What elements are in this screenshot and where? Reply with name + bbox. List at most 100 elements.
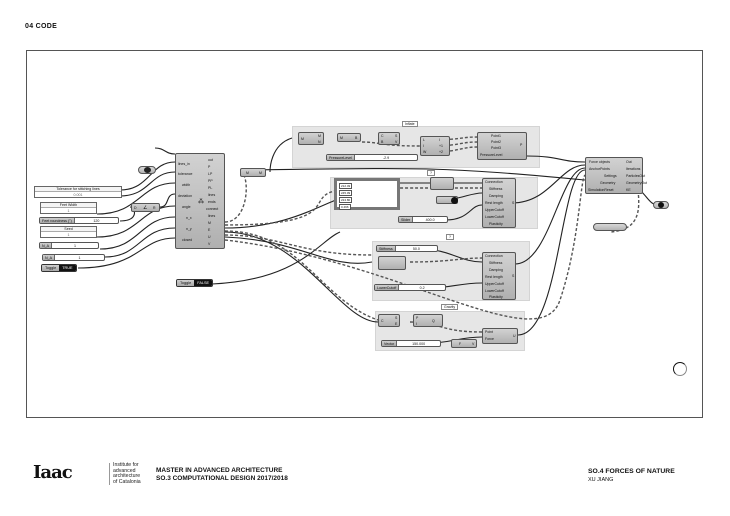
mesh-component[interactable]: M M: [240, 168, 266, 177]
input-port[interactable]: P: [416, 316, 419, 320]
output-port[interactable]: P: [520, 143, 523, 147]
output-port[interactable]: S: [512, 274, 515, 278]
kangaroo-solver-component[interactable]: Force objects AnchorPoints Settings Geom…: [585, 157, 647, 194]
length-slider[interactable]: Slider 400.0: [398, 216, 448, 223]
cull-component[interactable]: P I Q: [413, 314, 443, 327]
input-lower-cutoff[interactable]: LowerCutoff: [485, 215, 504, 219]
input-settings[interactable]: Settings: [604, 174, 617, 178]
output-lp[interactable]: LP: [208, 172, 213, 176]
output-p[interactable]: P: [208, 165, 211, 169]
input-geometry[interactable]: Geometry: [600, 181, 616, 185]
slider-value[interactable]: 150.000: [412, 342, 426, 346]
input-rest-length[interactable]: Rest length: [485, 201, 503, 205]
input-anchor-points[interactable]: AnchorPoints: [589, 167, 610, 171]
mesh-normals-component[interactable]: M M N: [298, 132, 324, 145]
toggle-value[interactable]: TRUE: [59, 265, 76, 271]
input-port[interactable]: W: [423, 150, 427, 154]
tolerance-panel[interactable]: Tolerance for stitching lines 0.001: [34, 186, 122, 198]
curve-param-component[interactable]: [138, 166, 156, 174]
input-connection[interactable]: Connection: [485, 254, 503, 258]
output-port[interactable]: +1: [439, 144, 443, 148]
output-v[interactable]: V: [208, 242, 211, 246]
input-deviation[interactable]: deviation: [178, 194, 193, 198]
input-port[interactable]: M: [301, 137, 304, 141]
mesh-brep-component[interactable]: M B: [337, 133, 361, 142]
input-force[interactable]: Force: [485, 337, 494, 341]
boolean-toggle-true[interactable]: Toggle TRUE: [41, 264, 77, 272]
output-out[interactable]: out: [208, 158, 213, 162]
feet-width-panel-value[interactable]: 1: [67, 209, 70, 213]
lower-cutoff-slider[interactable]: LowerCutoff 0.2: [374, 284, 446, 291]
output-e[interactable]: E: [208, 228, 211, 232]
output-particles-out[interactable]: ParticlesOut: [626, 174, 646, 178]
input-port[interactable]: F: [459, 342, 462, 346]
output-port[interactable]: S: [395, 134, 398, 138]
input-damping[interactable]: Damping: [489, 194, 504, 198]
input-stiffness[interactable]: Stiffness: [489, 187, 503, 191]
slider-value[interactable]: 1: [78, 256, 81, 260]
input-upper-cutoff[interactable]: UpperCutoff: [485, 282, 504, 286]
output-m[interactable]: M: [208, 221, 211, 225]
output-port[interactable]: S: [512, 201, 515, 205]
input-port[interactable]: D: [134, 206, 137, 210]
multiply-component[interactable]: [430, 177, 454, 190]
output-pp[interactable]: PP: [208, 179, 213, 183]
panel-output-component[interactable]: [436, 196, 458, 204]
number-slider-b[interactable]: N_A 1: [42, 254, 105, 261]
output-u[interactable]: U: [208, 235, 211, 239]
seed-panel-value[interactable]: 1: [67, 233, 70, 237]
output-port[interactable]: V: [472, 342, 475, 346]
output-lines[interactable]: lines: [208, 193, 216, 197]
slider-value[interactable]: 400.0: [425, 218, 435, 222]
stiffness-slider[interactable]: Stiffness 50.0: [376, 245, 438, 252]
slider-value[interactable]: 120: [93, 219, 100, 223]
input-point3[interactable]: Point3: [491, 146, 501, 150]
input-port[interactable]: I: [416, 322, 417, 326]
list-item-component[interactable]: L I W I +1 +2: [420, 136, 450, 156]
input-tolerance[interactable]: tolerance: [178, 172, 193, 176]
input-simulation-reset[interactable]: SimulationReset: [588, 188, 614, 192]
input-port[interactable]: I: [423, 144, 424, 148]
geometry-param-component[interactable]: [653, 201, 669, 209]
input-pressure-level[interactable]: PressureLevel: [480, 153, 503, 157]
output-port[interactable]: N: [318, 140, 321, 144]
input-port[interactable]: L: [423, 138, 425, 142]
input-port[interactable]: C: [381, 319, 384, 323]
input-stiffness[interactable]: Stiffness: [489, 261, 503, 265]
output-port[interactable]: B: [355, 136, 358, 140]
number-slider-a[interactable]: N_A 1: [39, 242, 99, 249]
grasshopper-canvas[interactable]: [26, 50, 703, 418]
pressure-goal-component[interactable]: Point1 Point2 Point3 PressureLevel P: [477, 132, 527, 160]
main-cluster-component[interactable]: lines_in tolerance width deviation angle…: [175, 153, 225, 249]
input-point[interactable]: Point: [485, 330, 493, 334]
load-goal-component[interactable]: Point Force U: [482, 328, 518, 344]
stiffness-goal-component[interactable]: Connection Stiffness Damping Rest length…: [482, 252, 516, 300]
output-ends[interactable]: ends: [208, 200, 216, 204]
input-n-x[interactable]: n_x: [186, 216, 192, 220]
input-angle[interactable]: angle: [182, 205, 191, 209]
rest-length-panel[interactable]: 212.49 245.09 224.80 0.496: [334, 178, 400, 210]
toggle-value[interactable]: FALSE: [194, 280, 213, 286]
input-port[interactable]: C: [381, 134, 384, 138]
input-lower-cutoff[interactable]: LowerCutoff: [485, 289, 504, 293]
output-lines-2[interactable]: lines: [208, 214, 216, 218]
length-goal-component[interactable]: Connection Stiffness Damping Rest length…: [482, 178, 516, 228]
input-connection[interactable]: Connection: [485, 180, 503, 184]
input-port[interactable]: M: [246, 171, 249, 175]
output-out[interactable]: Out: [626, 160, 632, 164]
slider-value[interactable]: 50.0: [412, 247, 420, 251]
slider-value[interactable]: -2.9: [382, 156, 390, 160]
input-damping[interactable]: Damping: [489, 268, 504, 272]
input-point2[interactable]: Point2: [491, 140, 501, 144]
output-port[interactable]: +2: [439, 150, 443, 154]
output-pl[interactable]: PL: [208, 186, 213, 190]
feet-width-panel[interactable]: Feet Width 1: [40, 202, 97, 214]
slider-value[interactable]: 1: [74, 244, 76, 248]
feet-roundness-slider[interactable]: Feet roundness (°) 120: [39, 217, 119, 224]
input-port[interactable]: B: [381, 140, 384, 144]
input-plasticity[interactable]: Plasticity: [489, 222, 503, 226]
tolerance-panel-value[interactable]: 0.001: [73, 193, 83, 197]
output-port[interactable]: I: [439, 138, 440, 142]
slider-value[interactable]: 0.2: [419, 286, 425, 290]
output-port[interactable]: M: [259, 171, 262, 175]
